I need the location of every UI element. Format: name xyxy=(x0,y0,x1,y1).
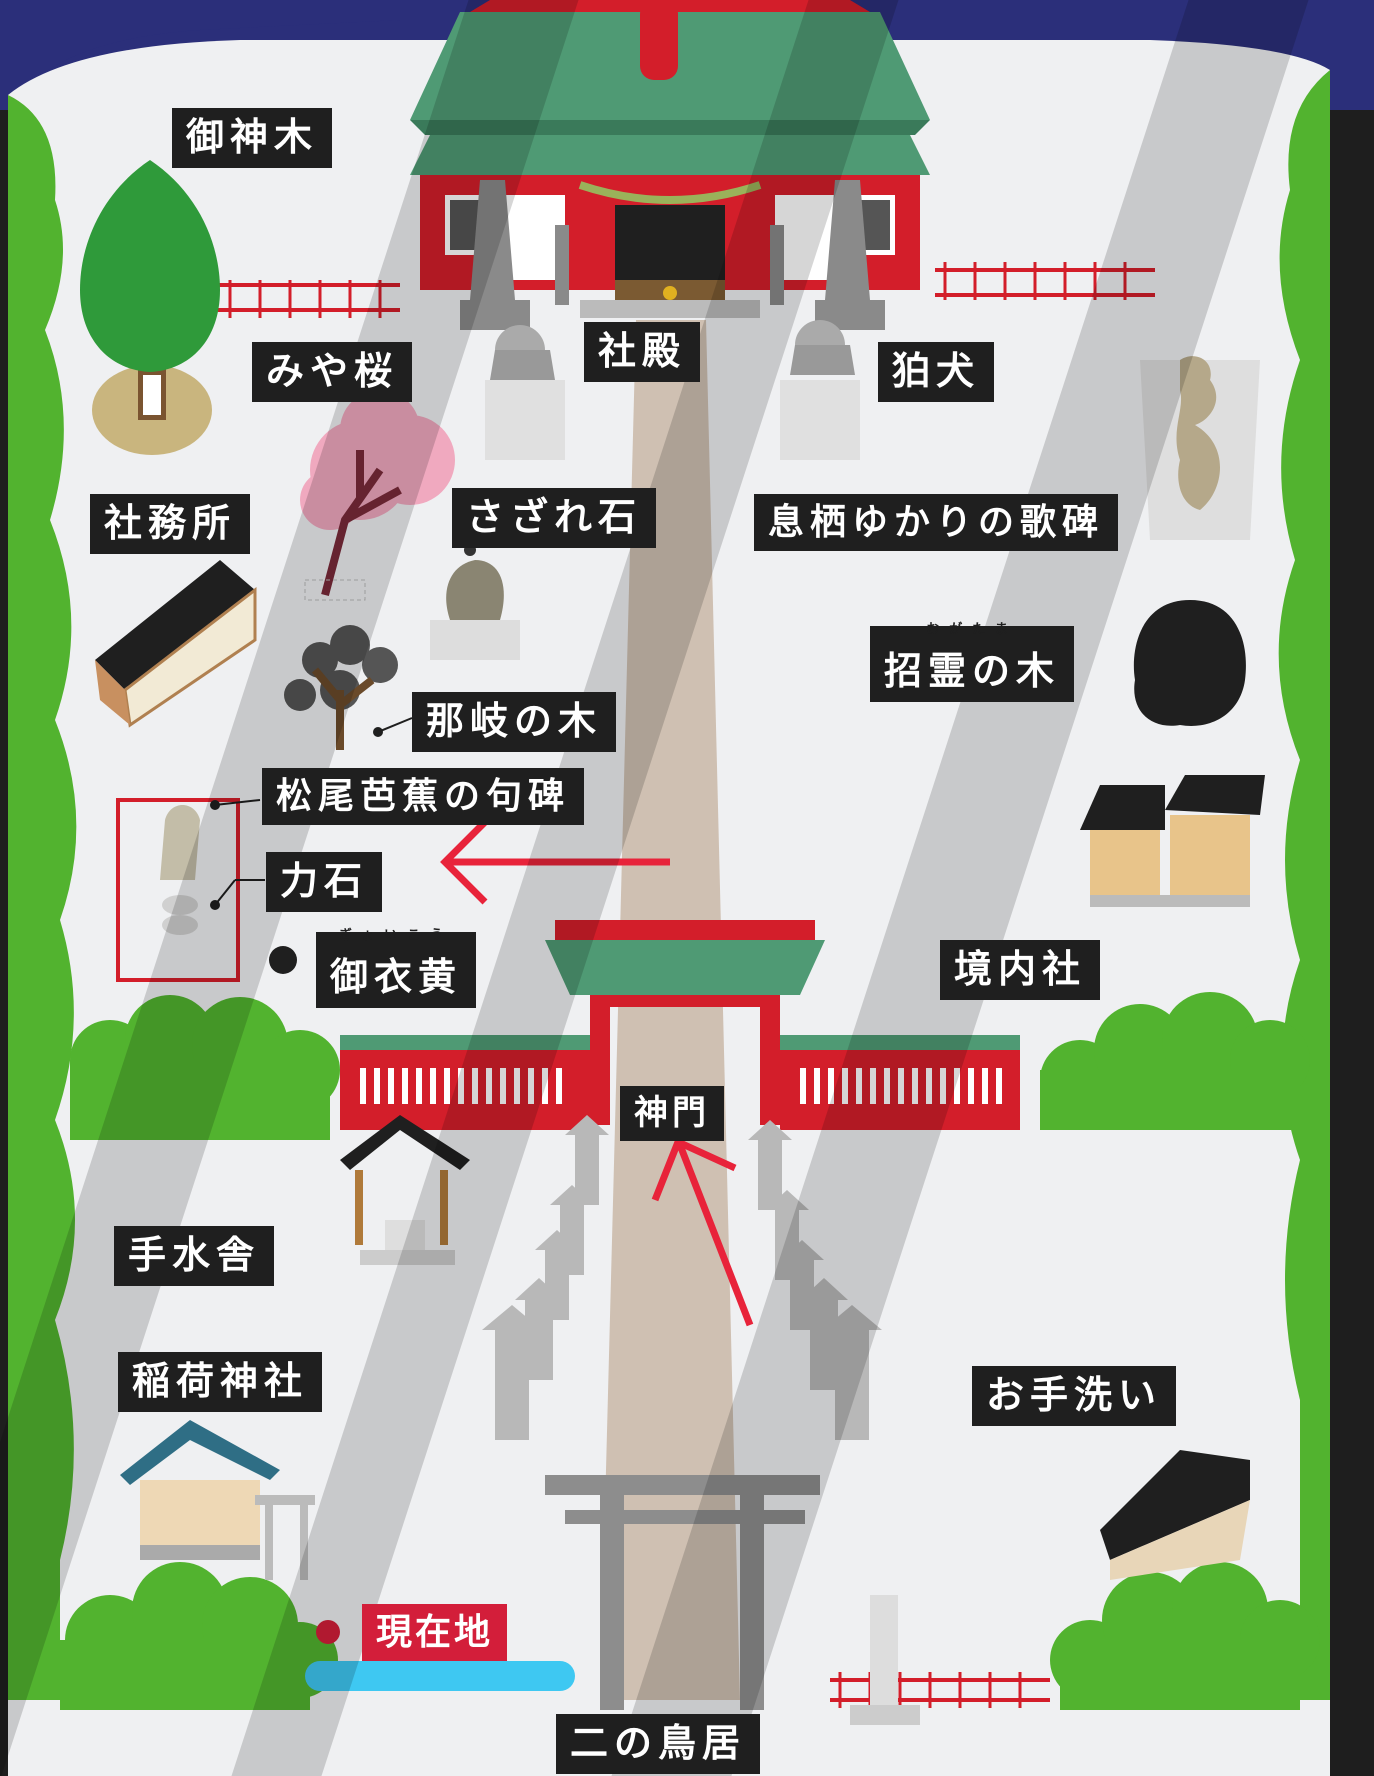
office-building-icon xyxy=(95,560,257,728)
sacred-tree-icon xyxy=(80,160,220,455)
arrow-left-icon xyxy=(440,819,670,905)
arrow-up-icon xyxy=(651,1137,754,1327)
shinmon-gate-icon xyxy=(340,920,1020,1130)
komainu-statue-icon xyxy=(485,320,860,460)
restroom-building-icon xyxy=(1100,1450,1250,1580)
ogatama-tree-icon xyxy=(1133,600,1246,726)
basho-monument-icon xyxy=(160,799,261,880)
label-nagi-no-ki: 那岐の木 xyxy=(412,692,617,752)
label-gyoiko: ぎょいこう 御衣黄 xyxy=(316,928,477,1008)
gyoiko-tree-icon xyxy=(269,946,297,974)
red-fence-icon xyxy=(116,268,1155,1702)
subsidiary-shrines-icon xyxy=(1080,775,1265,907)
approach-path xyxy=(600,320,740,1700)
label-shamusho: 社務所 xyxy=(90,494,251,554)
label-otearai: お手洗い xyxy=(972,1366,1177,1426)
label-komainu: 狛犬 xyxy=(878,342,995,402)
label-sazareishi: さざれ石 xyxy=(452,488,657,548)
bell-rope-icon xyxy=(640,0,678,80)
torii-icon xyxy=(545,1475,820,1710)
label-basho-kuhi: 松尾芭蕉の句碑 xyxy=(262,768,585,825)
label-keidaisha: 境内社 xyxy=(940,940,1101,1000)
inari-shrine-icon xyxy=(120,1420,315,1580)
label-genzaichi: 現在地 xyxy=(362,1604,508,1661)
temizuya-icon xyxy=(340,1115,470,1265)
label-temizuya: 手水舎 xyxy=(114,1226,275,1286)
sazare-stone-icon xyxy=(430,544,520,660)
stone-lantern-icon xyxy=(482,1115,882,1440)
shrine-marker-stone-icon xyxy=(850,1595,920,1725)
label-goshinboku: 御神木 xyxy=(172,108,333,168)
label-chikaraishi: 力石 xyxy=(266,852,383,912)
shrine-pillar-icon xyxy=(460,180,885,330)
label-ogatama-no-ki: おがたま 招霊の木 xyxy=(870,622,1075,702)
cherry-tree-icon xyxy=(300,390,455,601)
nagi-tree-icon xyxy=(284,625,413,750)
ogatama-ruby: おがたま xyxy=(926,622,1018,637)
label-inari-jinja: 稲荷神社 xyxy=(118,1352,323,1412)
gyoiko-ruby: ぎょいこう xyxy=(338,928,454,943)
current-location-icon xyxy=(316,1620,340,1644)
label-ni-no-torii: 二の鳥居 xyxy=(556,1714,761,1774)
forest-border xyxy=(8,70,1330,1710)
label-shaden: 社殿 xyxy=(584,322,701,382)
label-miyazakura: みや桜 xyxy=(252,342,413,402)
power-stone-icon xyxy=(162,879,265,935)
label-shinmon: 神門 xyxy=(620,1086,724,1141)
label-kahi: 息栖ゆかりの歌碑 xyxy=(754,494,1119,551)
poem-monument-icon xyxy=(1140,356,1260,540)
